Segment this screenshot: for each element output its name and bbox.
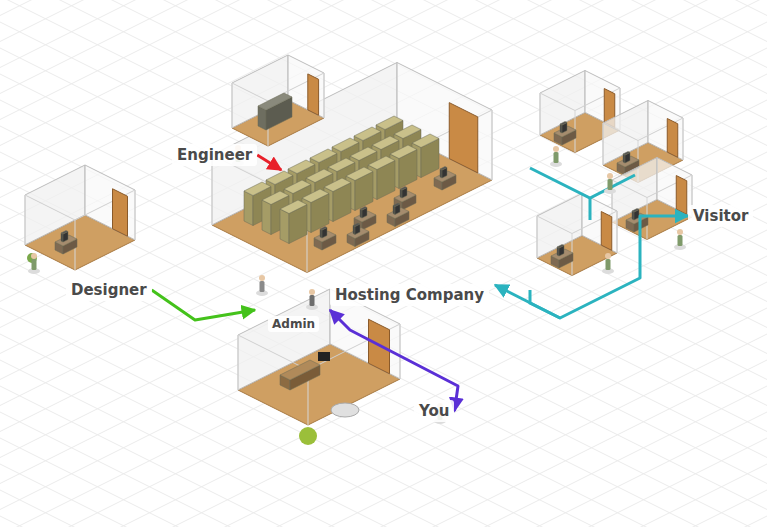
room-label: Visitor <box>688 205 753 227</box>
network-branch <box>530 168 635 198</box>
network-branch <box>589 198 592 220</box>
person-figure <box>306 289 318 310</box>
room-label: Designer <box>66 279 152 301</box>
room-region: Hosting Company <box>205 170 495 310</box>
room-label: You <box>414 400 454 422</box>
network-link <box>152 290 255 320</box>
network-link <box>330 310 458 411</box>
person-figure <box>256 275 268 296</box>
person-figure <box>674 229 686 250</box>
hosting-room <box>212 63 492 273</box>
room-name: You <box>414 400 454 422</box>
room-name: Engineer <box>172 144 257 166</box>
round-table <box>331 403 359 417</box>
plant <box>299 427 317 445</box>
designer-room <box>25 165 135 270</box>
tv-screen <box>318 352 330 361</box>
network-link <box>257 155 281 170</box>
person-figure <box>550 146 562 167</box>
room-name: Designer <box>66 279 152 301</box>
network-link <box>495 216 688 318</box>
person-figure <box>604 173 616 194</box>
office-room <box>238 289 400 425</box>
room-name: Hosting Company <box>330 284 489 306</box>
role-label: Admin <box>268 316 319 332</box>
visitor-room <box>537 194 617 276</box>
person-figure <box>602 253 614 274</box>
person-figure <box>28 253 40 274</box>
visitor-room <box>612 158 692 240</box>
room-name: Visitor <box>688 205 753 227</box>
engineer-room <box>232 55 324 146</box>
room-label: Engineer <box>172 144 257 166</box>
